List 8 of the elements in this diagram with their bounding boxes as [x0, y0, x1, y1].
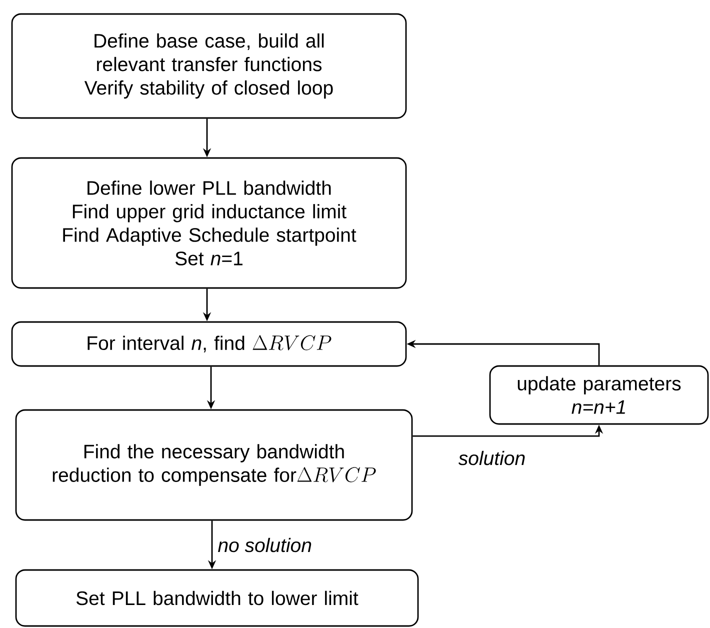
process-box: For interval n, find $\Delta RVCP$: [11, 321, 407, 367]
edge-label: solution: [457, 450, 527, 466]
edge-label: no solution: [216, 536, 314, 554]
process-box: Set PLL bandwidth to lower limit: [15, 569, 419, 627]
process-box: update parameters n=n+1: [489, 365, 709, 425]
process-box: Define base case, build all relevant transfer functions Verify stability of closed loop: [11, 13, 407, 119]
process-box: Define lower PLL bandwidth Find upper grid inductance limit Find Adaptive Schedule startpoint Set n=1: [11, 157, 407, 289]
process-box: Find the necessary bandwidth reduction to compensate for$\Delta RVCP$: [15, 409, 413, 521]
